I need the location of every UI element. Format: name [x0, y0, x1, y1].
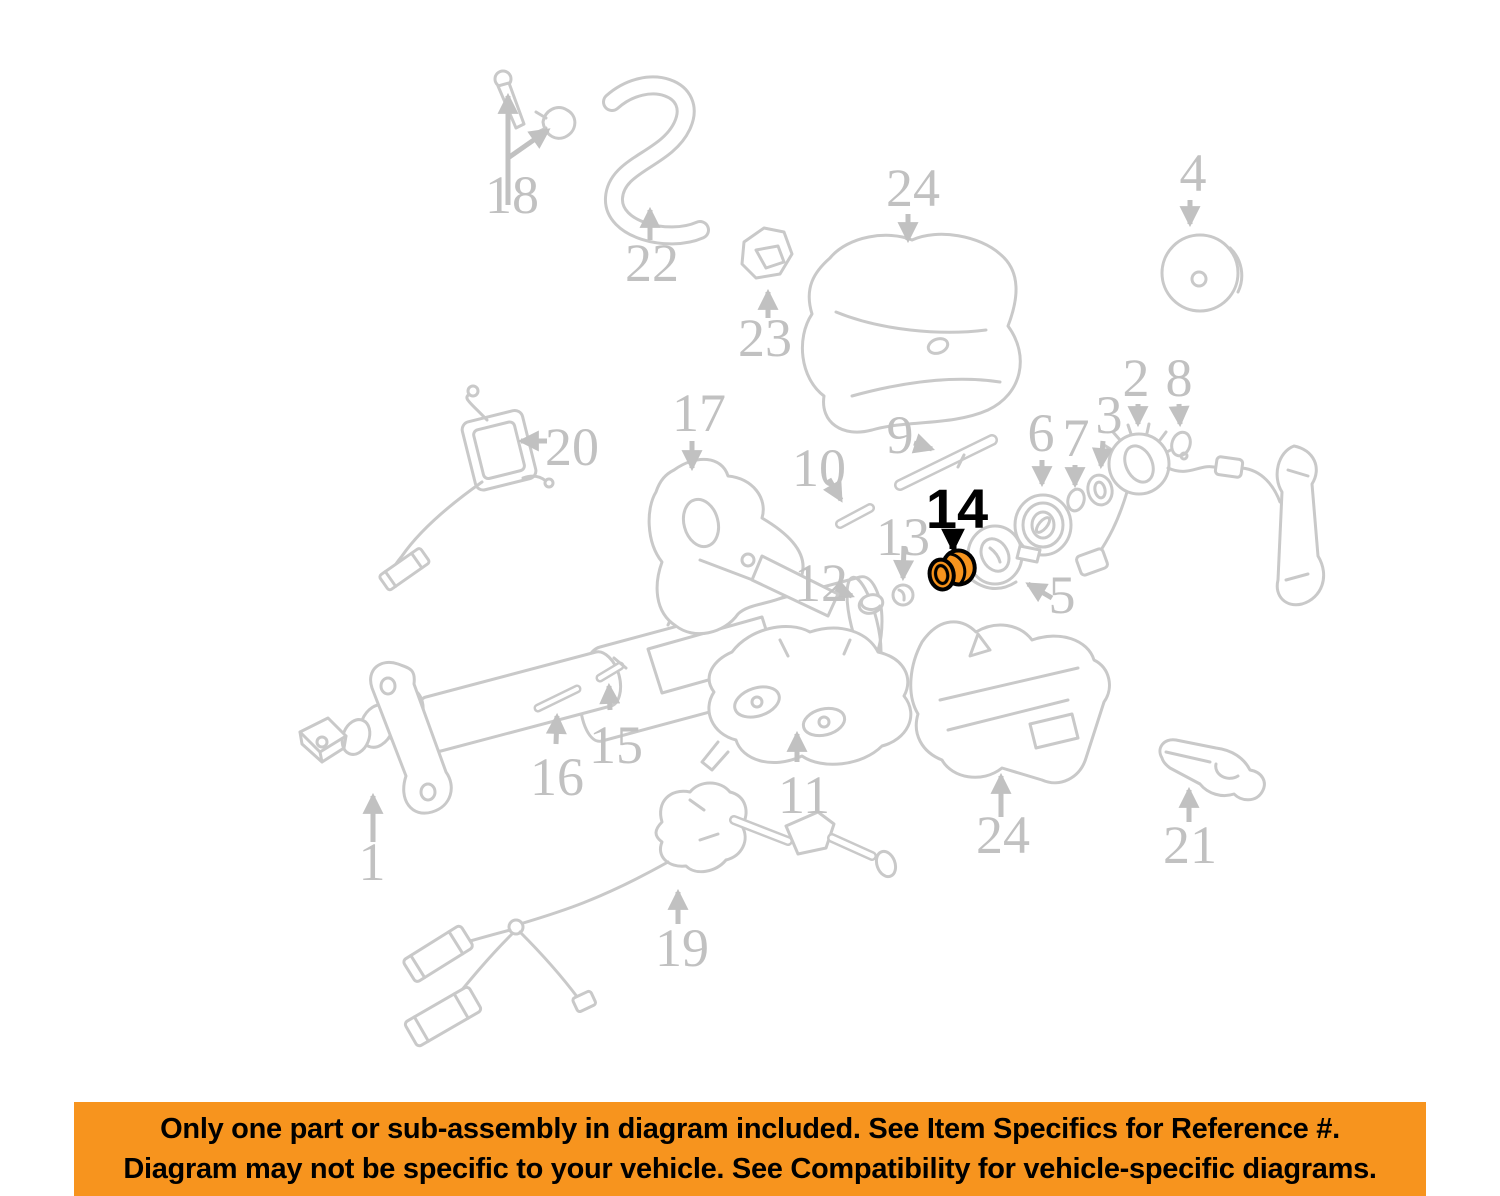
callout-18: 18 — [485, 165, 539, 225]
part-3-ring-drawing — [1086, 440, 1114, 507]
disclaimer-line-2: Diagram may not be specific to your vehi… — [123, 1153, 1377, 1185]
callout-20: 20 — [545, 417, 599, 477]
part-8-grommet-drawing — [1168, 403, 1192, 461]
callout-16: 16 — [530, 747, 584, 807]
disclaimer-banner: Only one part or sub-assembly in diagram… — [74, 1102, 1426, 1196]
callout-10: 10 — [792, 438, 846, 498]
callout-7: 7 — [1063, 408, 1090, 468]
callout-4: 4 — [1180, 143, 1207, 203]
part-4-disc-drawing — [1160, 200, 1244, 313]
callout-15: 15 — [589, 715, 643, 775]
part-2-clockspring-drawing — [1075, 404, 1282, 577]
disclaimer-line-1: Only one part or sub-assembly in diagram… — [160, 1113, 1340, 1145]
callout-24-top: 24 — [886, 158, 940, 218]
part-21-lever-drawing — [1158, 738, 1266, 822]
callout-6: 6 — [1028, 403, 1055, 463]
part-13-clip-drawing — [891, 545, 915, 607]
callout-17: 17 — [672, 383, 726, 443]
callout-1: 1 — [359, 832, 386, 892]
part-22-tilt-lever-drawing — [602, 75, 710, 246]
highlighted-part-14-drawing — [927, 548, 977, 592]
part-11-bracket-drawing — [700, 624, 913, 772]
part-6-bushing-drawing — [1013, 460, 1073, 557]
highlight-label-14: 14 — [926, 477, 988, 540]
callout-19: 19 — [655, 918, 709, 978]
part-18-bolt-drawing — [493, 69, 577, 205]
callout-23: 23 — [738, 308, 792, 368]
part-12-nut-drawing — [831, 579, 885, 615]
callout-24-bottom: 24 — [976, 805, 1030, 865]
callout-2: 2 — [1123, 348, 1150, 408]
callout-11: 11 — [778, 765, 830, 825]
part-17-housing-drawing — [647, 441, 840, 636]
highlighted-part-14: 14 — [926, 477, 988, 592]
part-23-knob-drawing — [740, 226, 794, 318]
callout-22: 22 — [625, 233, 679, 293]
callout-3: 3 — [1096, 385, 1123, 445]
part-24-lower-shroud-drawing — [909, 620, 1111, 817]
callout-8: 8 — [1166, 348, 1193, 408]
callout-21: 21 — [1163, 815, 1217, 875]
part-7-washer-drawing — [1064, 465, 1086, 513]
part-20-wiring-drawing — [378, 384, 555, 592]
part-24-upper-shroud-drawing — [800, 214, 1022, 434]
part-16-bolt-drawing — [533, 684, 582, 745]
part-5-lock-cylinder-drawing — [966, 524, 1054, 603]
callout-labels: 1 2 3 4 5 6 7 8 9 10 11 12 13 15 16 17 1… — [359, 143, 1218, 978]
part-9-shaft-drawing — [894, 433, 998, 491]
side-bracket-drawing — [1275, 444, 1326, 607]
callout-12: 12 — [794, 553, 848, 613]
part-19-switch-drawing — [402, 781, 898, 1048]
part-15-screw-drawing — [595, 656, 628, 711]
callout-13: 13 — [876, 507, 930, 567]
callout-9: 9 — [887, 405, 914, 465]
part-10-pin-drawing — [823, 477, 875, 529]
callout-5: 5 — [1049, 565, 1076, 625]
